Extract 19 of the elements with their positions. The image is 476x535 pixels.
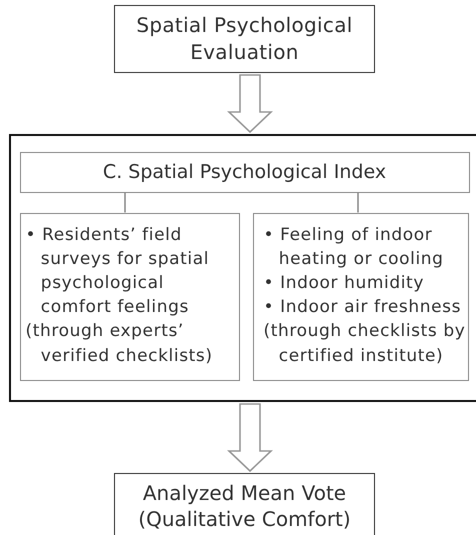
box-label: C. Spatial Psychological Index: [102, 160, 386, 184]
hollow-arrow: [227, 74, 273, 134]
connector-line: [357, 192, 359, 212]
connector-line: [124, 192, 126, 212]
process-box: [114, 5, 375, 73]
hollow-arrow: [227, 403, 273, 472]
criteria-box: [20, 212, 240, 380]
list-item-text: • Residents’ field surveys for spatial psychological comfort feelings: [26, 224, 210, 320]
box-label: Analyzed Mean Vote (Qualitative Comfort): [137, 480, 352, 532]
box-label: Spatial Psychological Evaluation: [135, 12, 354, 66]
criteria-box: [252, 212, 468, 380]
group-frame: [9, 134, 476, 402]
list-item-text: • Feeling of indoor heating or cooling: [264, 224, 445, 271]
list-item-text: • Indoor humidity: [264, 272, 425, 295]
list-item-text: • Indoor air freshness: [264, 296, 462, 320]
process-box: [114, 473, 375, 535]
list-item-text: (through experts’ verified checklists): [26, 320, 214, 368]
list-item-text: (through checklists by certified institute): [264, 320, 466, 368]
heading-box: [20, 152, 470, 192]
